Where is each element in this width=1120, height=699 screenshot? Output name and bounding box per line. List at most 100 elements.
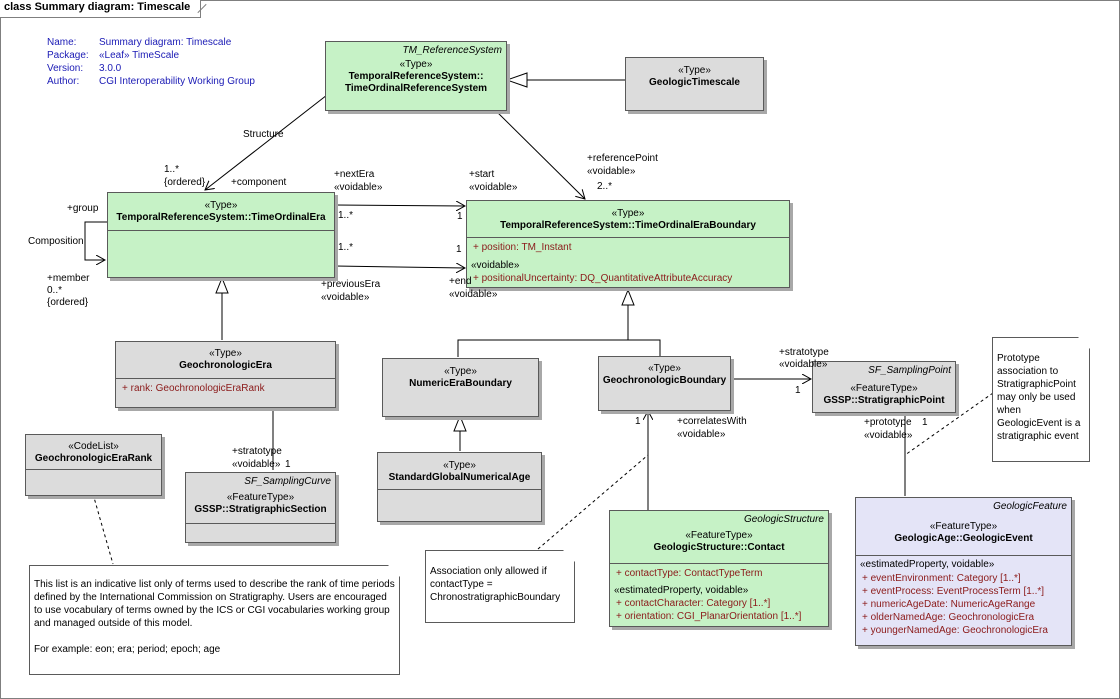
class-name: TemporalReferenceSystem::TimeOrdinalEraB…	[500, 220, 756, 231]
attribute-position: + position: TM_Instant	[473, 242, 572, 253]
class-name: GeochronologicBoundary	[602, 375, 727, 386]
package-label: SF_SamplingPoint	[868, 365, 951, 376]
label-component-role: +component	[231, 177, 287, 188]
package-label: TM_ReferenceSystem	[402, 45, 502, 56]
stereotype: «Type»	[399, 59, 433, 70]
label-structure: Structure	[243, 129, 284, 140]
class-geochronologic-era-rank[interactable]: «CodeList» GeochronologicEraRank	[25, 434, 162, 496]
note-paragraph-2: For example: eon; era; period; epoch; ag…	[34, 644, 221, 655]
label-end-role: +end	[449, 276, 472, 287]
label-nextera-role: +nextEra	[334, 169, 375, 180]
label-start-multiplicity: 1	[457, 211, 463, 222]
note-anchor-list	[92, 493, 114, 565]
class-stratigraphic-point[interactable]: SF_SamplingPoint «FeatureType» GSSP::Str…	[812, 361, 956, 413]
stereotype: «FeatureType»	[685, 530, 753, 541]
class-name: GeologicStructure::Contact	[653, 542, 785, 553]
info-name-key: Name:	[47, 37, 77, 48]
attribute-rank: + rank: GeochronologicEraRank	[122, 383, 265, 394]
label-prototype-role: +prototype	[864, 417, 912, 428]
stereotype: «Type»	[444, 366, 477, 377]
note-anchor-assoc	[537, 454, 649, 550]
attribute-positional-uncertainty: + positionalUncertainty: DQ_Quantitative…	[473, 273, 733, 284]
label-previousera-multiplicity: 1..*	[338, 242, 354, 253]
class-standard-global-numerical-age[interactable]: «Type» StandardGlobalNumericalAge	[377, 452, 542, 522]
label-start-role: +start	[469, 169, 495, 180]
stereotype: «Type»	[209, 348, 242, 359]
stereotype: «Type»	[204, 200, 238, 211]
class-geochronologic-boundary[interactable]: «Type» GeochronologicBoundary	[598, 356, 731, 411]
attribute-older-named-age: + olderNamedAge: GeochronologicEra	[862, 612, 1035, 623]
class-name: GeochronologicEraRank	[34, 453, 153, 464]
class-time-ordinal-reference-system[interactable]: TM_ReferenceSystem «Type» TemporalRefere…	[325, 41, 507, 111]
class-time-ordinal-era[interactable]: «Type» TemporalReferenceSystem::TimeOrdi…	[107, 192, 335, 278]
info-package-key: Package:	[47, 50, 89, 61]
stereotype: «FeatureType»	[850, 383, 918, 394]
package-label: SF_SamplingCurve	[244, 476, 331, 487]
stereotype: «Type»	[648, 363, 681, 374]
note-text: Association only allowed if contactType …	[430, 566, 561, 603]
generalization-triangle-trs	[505, 72, 528, 88]
info-author-value: CGI Interoperability Working Group	[99, 76, 255, 87]
class-contact[interactable]: GeologicStructure «FeatureType» Geologic…	[609, 510, 829, 627]
label-previousera-voidable: «voidable»	[321, 292, 370, 303]
attribute-contact-type: + contactType: ContactTypeTerm	[616, 568, 763, 579]
note-prototype[interactable]: Prototype association to StratigraphicPo…	[992, 337, 1090, 462]
label-multiplicity-component: 1..*	[164, 164, 180, 175]
package-label: GeologicStructure	[743, 514, 824, 525]
class-numeric-era-boundary[interactable]: «Type» NumericEraBoundary	[382, 358, 539, 417]
class-name: NumericEraBoundary	[409, 378, 512, 389]
label-stratotype-point-multiplicity: 1	[795, 385, 801, 396]
composition-association	[84, 221, 107, 260]
label-end-voidable: «voidable»	[449, 289, 498, 300]
label-stratotype-section-multiplicity: 1	[285, 459, 291, 470]
class-name: GSSP::StratigraphicPoint	[823, 395, 945, 406]
nextera-start-association	[335, 205, 465, 206]
attribute-event-process: + eventProcess: EventProcessTerm [1..*]	[862, 586, 1045, 597]
voidable-section-label: «voidable»	[471, 260, 520, 271]
estimated-property-section-label: «estimatedProperty, voidable»	[614, 585, 749, 596]
referencepoint-association	[492, 107, 585, 199]
class-geologic-event[interactable]: GeologicFeature «FeatureType» GeologicAg…	[855, 497, 1072, 646]
stereotype: «FeatureType»	[929, 521, 998, 532]
class-name: GSSP::StratigraphicSection	[194, 504, 327, 515]
class-geochronologic-era[interactable]: «Type» GeochronologicEra + rank: Geochro…	[115, 341, 336, 408]
stereotype: «Type»	[611, 208, 645, 219]
class-name: GeologicTimescale	[649, 77, 740, 88]
attribute-contact-character: + contactCharacter: Category [1..*]	[616, 598, 771, 609]
label-start-voidable: «voidable»	[469, 182, 518, 193]
class-geologic-timescale[interactable]: «Type» GeologicTimescale	[625, 57, 764, 111]
label-ordered-member: {ordered}	[47, 297, 89, 308]
label-member-role: +member	[47, 273, 90, 284]
info-version-key: Version:	[47, 63, 84, 74]
label-stratotype-point-voidable: «voidable»	[779, 359, 828, 370]
class-name-line2: TimeOrdinalReferenceSystem	[344, 83, 488, 94]
class-time-ordinal-era-boundary[interactable]: «Type» TemporalReferenceSystem::TimeOrdi…	[466, 200, 790, 288]
diagram-title: class Summary diagram: Timescale	[0, 0, 202, 18]
info-author-key: Author:	[47, 76, 80, 87]
class-stratigraphic-section[interactable]: SF_SamplingCurve «FeatureType» GSSP::Str…	[185, 472, 336, 543]
stereotype: «Type»	[443, 460, 476, 471]
label-prototype-voidable: «voidable»	[864, 430, 913, 441]
note-era-rank-list[interactable]: This list is an indicative list only of …	[29, 565, 400, 675]
attribute-younger-named-age: + youngerNamedAge: GeochronologicEra	[862, 625, 1048, 636]
note-association-contact[interactable]: Association only allowed if contactType …	[425, 550, 575, 623]
label-nextera-voidable: «voidable»	[334, 182, 383, 193]
label-stratotype-point-role: +stratotype	[779, 347, 829, 358]
class-name: StandardGlobalNumericalAge	[388, 472, 531, 483]
estimated-property-section-label: «estimatedProperty, voidable»	[860, 559, 995, 570]
class-name: TemporalReferenceSystem::TimeOrdinalEra	[116, 212, 326, 223]
label-end-multiplicity: 1	[456, 244, 462, 255]
class-name-line1: TemporalReferenceSystem::	[348, 71, 484, 82]
attribute-event-environment: + eventEnvironment: Category [1..*]	[862, 573, 1021, 584]
label-group-role: +group	[67, 203, 99, 214]
note-paragraph-1: This list is an indicative list only of …	[34, 579, 395, 629]
attribute-numeric-age-date: + numericAgeDate: NumericAgeRange	[862, 599, 1036, 610]
label-ordered-component: {ordered}	[164, 177, 206, 188]
label-multiplicity-member: 0..*	[47, 285, 63, 296]
class-name: GeochronologicEra	[179, 360, 272, 371]
attribute-orientation: + orientation: CGI_PlanarOrientation [1.…	[616, 611, 802, 622]
label-nextera-multiplicity: 1..*	[338, 210, 354, 221]
label-correlateswith-voidable: «voidable»	[677, 429, 726, 440]
